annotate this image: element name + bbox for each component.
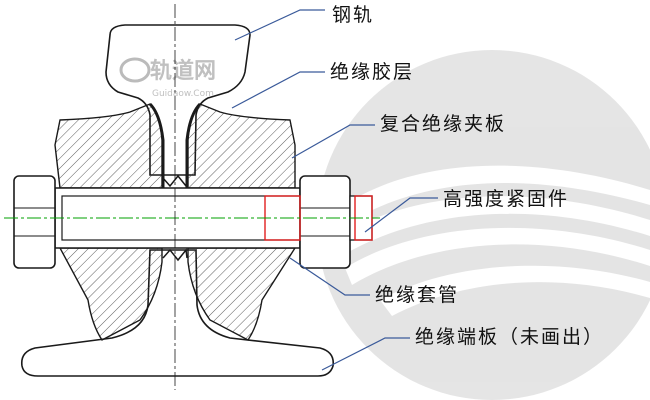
leader-insulating-pad <box>231 71 325 109</box>
label-composite-plate: 复合绝缘夹板 <box>380 113 507 135</box>
leader-fastener <box>364 197 438 233</box>
watermark-stripes <box>330 165 650 316</box>
watermark-text: 轨道网 <box>150 58 216 84</box>
label-insulating-pad: 绝缘胶层 <box>330 61 415 83</box>
insulating-layer-left <box>148 102 165 188</box>
nut <box>299 175 351 269</box>
rail-foot <box>20 249 335 377</box>
watermark-disc <box>317 50 650 400</box>
rail-head-web <box>105 24 251 176</box>
web-gasket-upper <box>162 174 188 188</box>
joint-plate-left-lower <box>58 247 163 341</box>
watermark-emblem <box>317 50 650 400</box>
leader-sleeve <box>289 257 370 296</box>
label-sleeve: 绝缘套管 <box>375 284 460 306</box>
label-rail: 钢轨 <box>332 4 375 26</box>
web-gasket-lower <box>162 248 188 262</box>
bolt-head <box>13 175 56 269</box>
watermark-logo: 轨道网 Guidaow.Com <box>119 57 216 99</box>
label-fastener: 高强度紧固件 <box>443 188 570 210</box>
label-end-plate: 绝缘端板（未画出） <box>415 326 605 348</box>
insulating-layer-right <box>185 102 202 188</box>
joint-plate-right-upper <box>187 103 296 189</box>
leader-rail <box>234 9 325 41</box>
leader-lines <box>231 9 438 371</box>
joint-plate-right-lower <box>187 247 297 341</box>
leader-end-plate <box>321 337 410 371</box>
watermark-subtext: Guidaow.Com <box>152 89 214 99</box>
leader-composite-plate <box>291 124 375 159</box>
joint-plate-left-upper <box>54 103 163 189</box>
